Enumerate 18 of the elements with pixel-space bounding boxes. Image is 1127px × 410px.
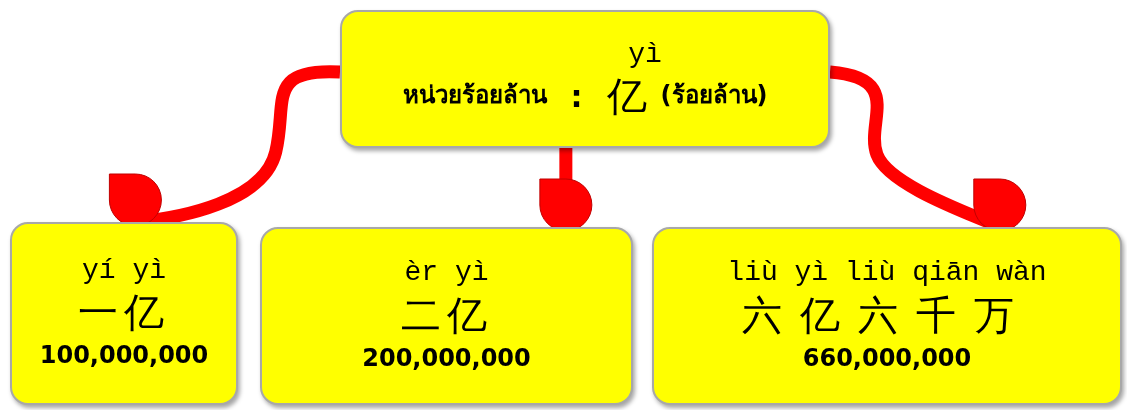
chinese-number: 六亿六千万 bbox=[742, 290, 1032, 340]
chinese-number: 二亿 bbox=[400, 290, 493, 340]
chinese-character: 亿 bbox=[606, 71, 647, 120]
number-box bbox=[260, 227, 633, 405]
pinyin: yì bbox=[628, 38, 662, 72]
pinyin: yí yì bbox=[82, 253, 166, 288]
unit-box bbox=[340, 10, 830, 148]
numeral: 100,000,000 bbox=[39, 340, 209, 372]
pinyin: liù yì liù qiān wàn bbox=[727, 256, 1047, 290]
unit-label: หน่วยร้อยล้าน bbox=[402, 79, 547, 111]
translation: (ร้อยล้าน) bbox=[660, 79, 768, 111]
chinese-number: 一亿 bbox=[78, 288, 170, 338]
colon: : bbox=[569, 78, 584, 116]
pinyin: èr yì bbox=[404, 256, 489, 290]
number-box bbox=[652, 227, 1122, 405]
numeral: 200,000,000 bbox=[362, 342, 531, 374]
numeral: 660,000,000 bbox=[802, 342, 972, 374]
number-box bbox=[10, 222, 238, 405]
